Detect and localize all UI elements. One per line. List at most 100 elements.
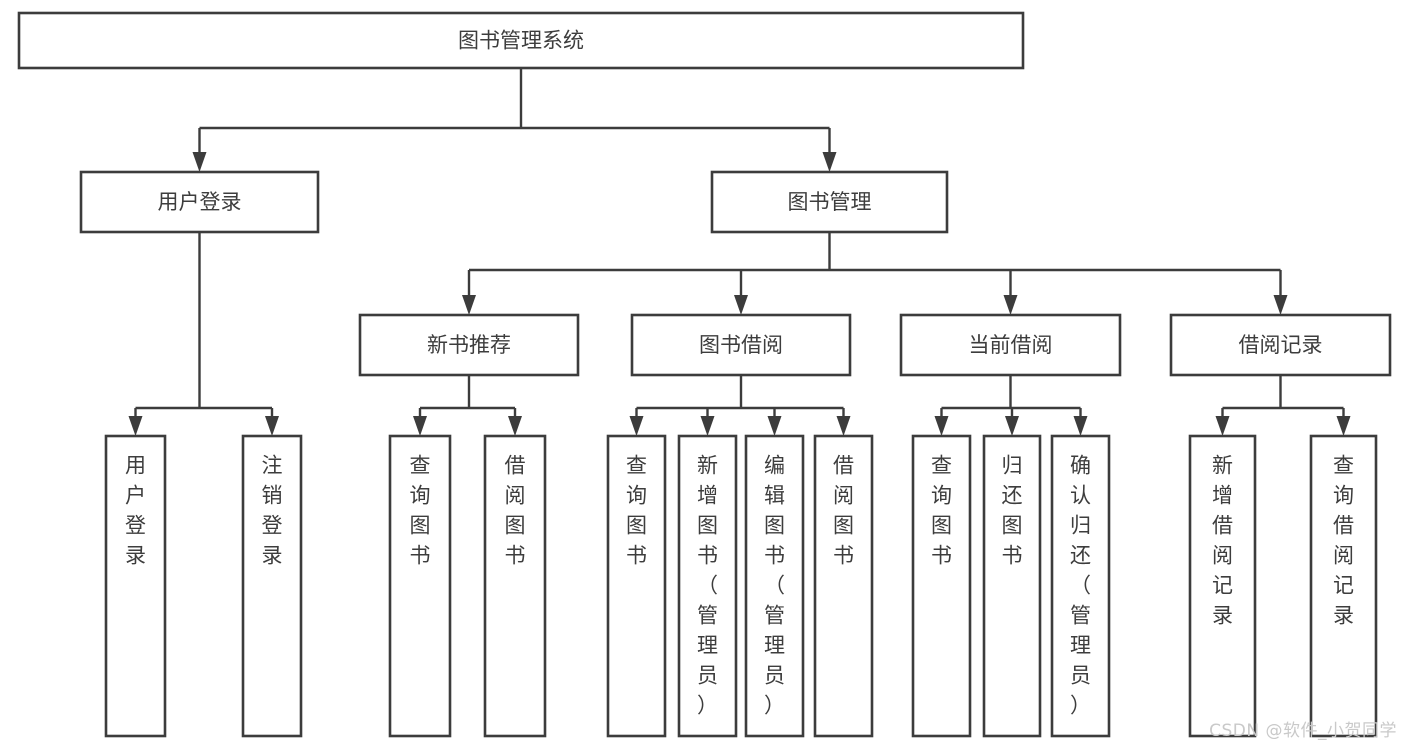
arrow-to-leaf xyxy=(767,408,782,436)
arrow-head-icon xyxy=(629,416,644,436)
leaf-node[interactable]: 查询图书 xyxy=(388,434,452,738)
arrow-head-icon xyxy=(1215,416,1230,436)
csdn-watermark: CSDN @软件_小贺同学 xyxy=(1209,721,1397,741)
node-box[interactable] xyxy=(17,11,1025,70)
arrow-to-leaf xyxy=(265,408,279,436)
arrow-to-leaf xyxy=(629,408,644,436)
leaf-node[interactable]: 确认归还（管理员） xyxy=(1050,434,1111,738)
node-label: 编辑图书（管理员） xyxy=(764,454,785,718)
arrow-head-icon xyxy=(128,416,143,436)
vertical-bracket: （ xyxy=(764,574,785,598)
arrow-head-icon xyxy=(934,416,949,436)
node-box[interactable] xyxy=(813,434,874,738)
arrow-head-icon xyxy=(1073,416,1088,436)
arrow-head-icon xyxy=(1005,416,1019,436)
node-label: 图书借阅 xyxy=(699,333,783,357)
node-label: 归还图书 xyxy=(1002,454,1023,568)
node-box[interactable] xyxy=(388,434,452,738)
node-box[interactable] xyxy=(104,434,167,738)
node-box[interactable] xyxy=(1169,313,1392,377)
level3-node[interactable]: 当前借阅 xyxy=(899,313,1122,377)
node-box[interactable] xyxy=(241,434,303,738)
arrow-to-leaf xyxy=(128,408,143,436)
arrow-to-leaf xyxy=(934,408,949,436)
vertical-bracket: ） xyxy=(764,694,785,718)
node-box[interactable] xyxy=(982,434,1042,738)
arrow-head-icon xyxy=(265,416,279,436)
arrow-head-icon xyxy=(734,295,748,315)
level2-node[interactable]: 用户登录 xyxy=(79,170,320,234)
vertical-bracket: ） xyxy=(697,694,718,718)
node-label: 用户登录 xyxy=(158,190,242,214)
vertical-bracket: ） xyxy=(1070,694,1091,718)
node-label: 查询图书 xyxy=(626,454,647,568)
node-box[interactable] xyxy=(606,434,667,738)
arrow-to-leaf xyxy=(700,408,715,436)
node-label: 查询借阅记录 xyxy=(1333,454,1354,628)
level3-node[interactable]: 借阅记录 xyxy=(1169,313,1392,377)
node-box[interactable] xyxy=(1188,434,1257,738)
level3-node[interactable]: 图书借阅 xyxy=(630,313,852,377)
level3-node[interactable]: 新书推荐 xyxy=(358,313,580,377)
arrow-head-icon xyxy=(1336,416,1351,436)
node-box[interactable] xyxy=(899,313,1122,377)
arrow-to-leaf xyxy=(1336,408,1351,436)
leaf-node[interactable]: 注销登录 xyxy=(241,434,303,738)
node-label: 借阅记录 xyxy=(1239,333,1323,357)
node-label: 新增借阅记录 xyxy=(1212,454,1233,628)
leaf-node[interactable]: 查询借阅记录 xyxy=(1309,434,1378,738)
arrow-head-icon xyxy=(822,152,837,172)
node-label: 查询图书 xyxy=(410,454,431,568)
arrow-to-leaf xyxy=(508,408,522,436)
node-label: 借阅图书 xyxy=(833,454,854,568)
node-label: 用户登录 xyxy=(125,454,146,568)
node-label: 图书管理 xyxy=(788,190,872,214)
leaf-node[interactable]: 查询图书 xyxy=(606,434,667,738)
node-box[interactable] xyxy=(630,313,852,377)
root-node-图书管理系统[interactable]: 图书管理系统 xyxy=(17,11,1025,70)
leaf-node[interactable]: 归还图书 xyxy=(982,434,1042,738)
level2-node[interactable]: 图书管理 xyxy=(710,170,949,234)
arrow-head-icon xyxy=(508,416,522,436)
node-label: 注销登录 xyxy=(262,454,283,568)
arrow-to-leaf xyxy=(413,408,427,436)
leaf-node[interactable]: 用户登录 xyxy=(104,434,167,738)
arrow-to-图书借阅 xyxy=(734,270,748,315)
node-box[interactable] xyxy=(1309,434,1378,738)
node-box[interactable] xyxy=(1050,434,1111,738)
node-label: 查询图书 xyxy=(931,454,952,568)
node-label: 新书推荐 xyxy=(427,333,511,357)
arrow-head-icon xyxy=(462,295,476,315)
node-box[interactable] xyxy=(744,434,805,738)
leaf-node[interactable]: 借阅图书 xyxy=(483,434,547,738)
leaf-node[interactable]: 新增图书（管理员） xyxy=(677,434,738,738)
arrow-head-icon xyxy=(192,152,207,172)
arrow-head-icon xyxy=(700,416,715,436)
node-label: 新增图书（管理员） xyxy=(697,454,718,718)
node-label: 当前借阅 xyxy=(969,333,1053,357)
arrow-to-当前借阅 xyxy=(1003,270,1018,315)
leaf-node[interactable]: 新增借阅记录 xyxy=(1188,434,1257,738)
leaf-node[interactable]: 借阅图书 xyxy=(813,434,874,738)
arrow-to-借阅记录 xyxy=(1273,270,1288,315)
node-box[interactable] xyxy=(79,170,320,234)
arrow-to-图书管理 xyxy=(822,128,837,172)
arrow-to-leaf xyxy=(1215,408,1230,436)
node-box[interactable] xyxy=(358,313,580,377)
arrow-head-icon xyxy=(1003,295,1018,315)
arrow-head-icon xyxy=(413,416,427,436)
node-label: 图书管理系统 xyxy=(458,29,584,53)
arrow-to-新书推荐 xyxy=(462,270,476,315)
arrow-to-leaf xyxy=(836,408,851,436)
node-box[interactable] xyxy=(677,434,738,738)
leaf-node[interactable]: 编辑图书（管理员） xyxy=(744,434,805,738)
arrow-head-icon xyxy=(767,416,782,436)
node-box[interactable] xyxy=(710,170,949,234)
arrow-to-leaf xyxy=(1073,408,1088,436)
node-label: 借阅图书 xyxy=(505,454,526,568)
leaf-node[interactable]: 查询图书 xyxy=(911,434,972,738)
node-box[interactable] xyxy=(911,434,972,738)
node-box[interactable] xyxy=(483,434,547,738)
